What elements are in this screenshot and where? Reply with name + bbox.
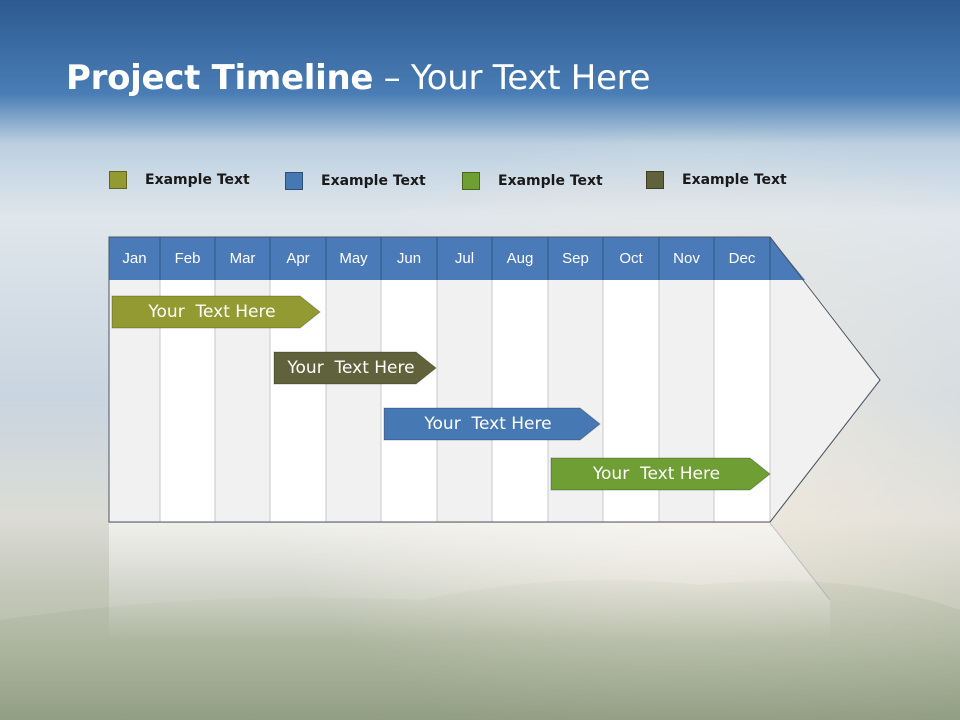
title-bold: Project Timeline: [66, 58, 374, 98]
legend-label: Example Text: [145, 172, 250, 188]
month-label: Feb: [174, 250, 201, 267]
task-bar-label: Your Text Here: [148, 302, 276, 322]
month-label: Sep: [562, 250, 589, 267]
task-bar: [550, 457, 771, 491]
month-label: Jan: [122, 250, 147, 267]
title-rest: – Your Text Here: [373, 58, 651, 98]
task-bar: [383, 407, 601, 441]
month-label: Apr: [286, 250, 310, 267]
task-bar-label: Your Text Here: [287, 358, 415, 378]
legend-label: Example Text: [321, 173, 426, 189]
timeline-header: [109, 237, 805, 280]
month-label: Oct: [619, 250, 643, 267]
legend-swatch: [285, 172, 303, 190]
timeline-outline: [108, 236, 881, 523]
legend-swatch: [109, 171, 127, 189]
month-label: Dec: [728, 250, 756, 267]
legend-swatch: [462, 172, 480, 190]
month-label: Jul: [454, 250, 475, 267]
legend-label: Example Text: [682, 172, 787, 188]
month-label: May: [339, 250, 368, 267]
month-label: Nov: [673, 250, 700, 267]
legend-item: Example Text: [285, 171, 426, 191]
legend-label: Example Text: [498, 173, 603, 189]
month-label: Mar: [229, 250, 256, 267]
month-column-shade: [437, 280, 492, 522]
legend-item: Example Text: [646, 170, 787, 190]
month-column-shade: [326, 280, 381, 522]
legend-item: Example Text: [109, 170, 250, 190]
task-bar-label: Your Text Here: [592, 464, 721, 484]
month-label: Aug: [506, 250, 534, 267]
slide-title: Project Timeline – Your Text Here: [66, 58, 651, 98]
task-bar: [273, 351, 437, 385]
month-label: Jun: [396, 250, 422, 267]
legend-item: Example Text: [462, 171, 603, 191]
timeline-arrowhead-fill: [770, 280, 880, 522]
task-bar: [111, 295, 321, 329]
task-bar-label: Your Text Here: [424, 414, 552, 434]
legend-swatch: [646, 171, 664, 189]
